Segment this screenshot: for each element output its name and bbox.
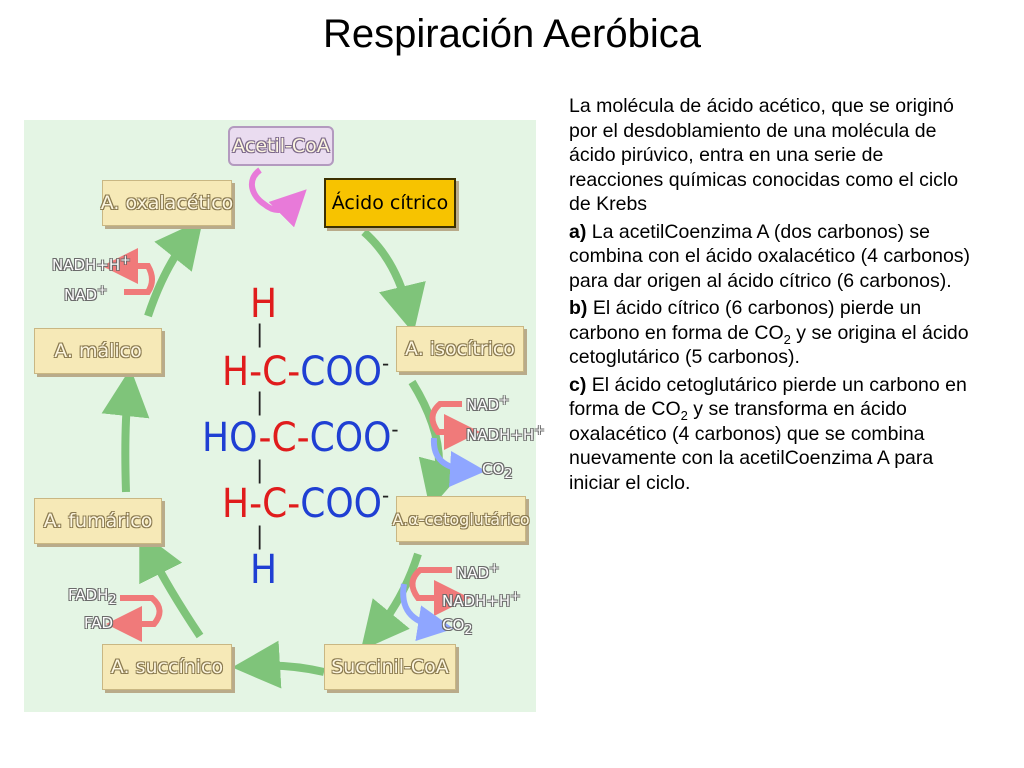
node-oxalacetico: A. oxalacético — [101, 180, 233, 226]
label-iso-co2: CO2 — [482, 460, 513, 482]
formula-row-2: HO-C-COO- — [202, 415, 399, 461]
arrow-succinico-fumarico — [139, 530, 204, 639]
paragraph-b: b) El ácido cítrico (6 carbonos) pierde … — [569, 297, 969, 368]
formula-bond-1: | — [256, 320, 264, 348]
label-iso-nadh: NADH+H+ — [466, 422, 545, 444]
label-malico-nadh: NADH+H+ — [52, 252, 131, 274]
formula-top-h: H — [250, 281, 278, 327]
arrow-acetil-entry — [248, 167, 307, 228]
node-isocitrico: A. isocítrico — [396, 326, 524, 372]
node-malico: A. málico — [34, 328, 162, 374]
formula-bond-4: | — [256, 522, 264, 550]
krebs-cycle-diagram: Acetil-CoA Ácido cítrico A. oxalacético … — [24, 120, 545, 712]
arrow-succinico-fad — [106, 595, 163, 642]
arrow-isocitrico-co2 — [430, 437, 486, 487]
cycle-arrows — [101, 167, 486, 689]
arrow-isocitrico-cetoglutarico — [408, 379, 466, 510]
label-ceto-nadh: NADH+H+ — [442, 588, 521, 610]
label-iso-nad: NAD+ — [466, 392, 510, 414]
formula-row-3: H-C-COO- — [222, 481, 390, 527]
formula-bond-3: | — [256, 456, 264, 484]
arrow-malico-nad — [102, 248, 155, 295]
label-ceto-co2: CO2 — [442, 616, 473, 638]
node-fumarico: A. fumárico — [34, 498, 162, 544]
slide-title: Respiración Aeróbica — [323, 12, 701, 56]
arrow-citrico-isocitrico — [361, 228, 426, 334]
arrow-ceto-co2 — [400, 583, 454, 641]
arrow-succinilcoa-succinico — [232, 640, 325, 689]
label-suc-fadh: FADH2 — [68, 586, 117, 608]
intro-paragraph: La molécula de ácido acético, que se ori… — [569, 95, 959, 215]
node-acido-citrico: Ácido cítrico — [324, 178, 456, 228]
paragraph-a: a) La acetilCoenzima A (dos carbonos) se… — [569, 220, 971, 292]
formula-bond-2: | — [256, 388, 264, 416]
arrow-fumarico-malico — [101, 368, 150, 493]
node-cetoglutarico: A.α-cetoglutárico — [392, 496, 530, 542]
label-ceto-nad: NAD+ — [456, 560, 500, 582]
formula-row-1: H-C-COO- — [222, 349, 390, 395]
formula-bottom-h: H — [250, 547, 278, 593]
arrow-isocitrico-nad — [429, 401, 480, 450]
node-succinil-coa: Succinil-CoA — [324, 644, 456, 690]
arrow-malico-oxalacetico — [144, 219, 203, 318]
label-suc-fad: FAD — [84, 614, 114, 632]
node-acetil-coa: Acetil-CoA — [228, 126, 334, 166]
label-malico-nad: NAD+ — [64, 282, 108, 304]
node-succinico: A. succínico — [102, 644, 232, 690]
arrow-ceto-nad — [409, 567, 470, 616]
paragraph-c: c) El ácido cetoglutárico pierde un carb… — [569, 373, 967, 494]
explanation-text: La molécula de ácido acético, que se ori… — [569, 94, 979, 498]
